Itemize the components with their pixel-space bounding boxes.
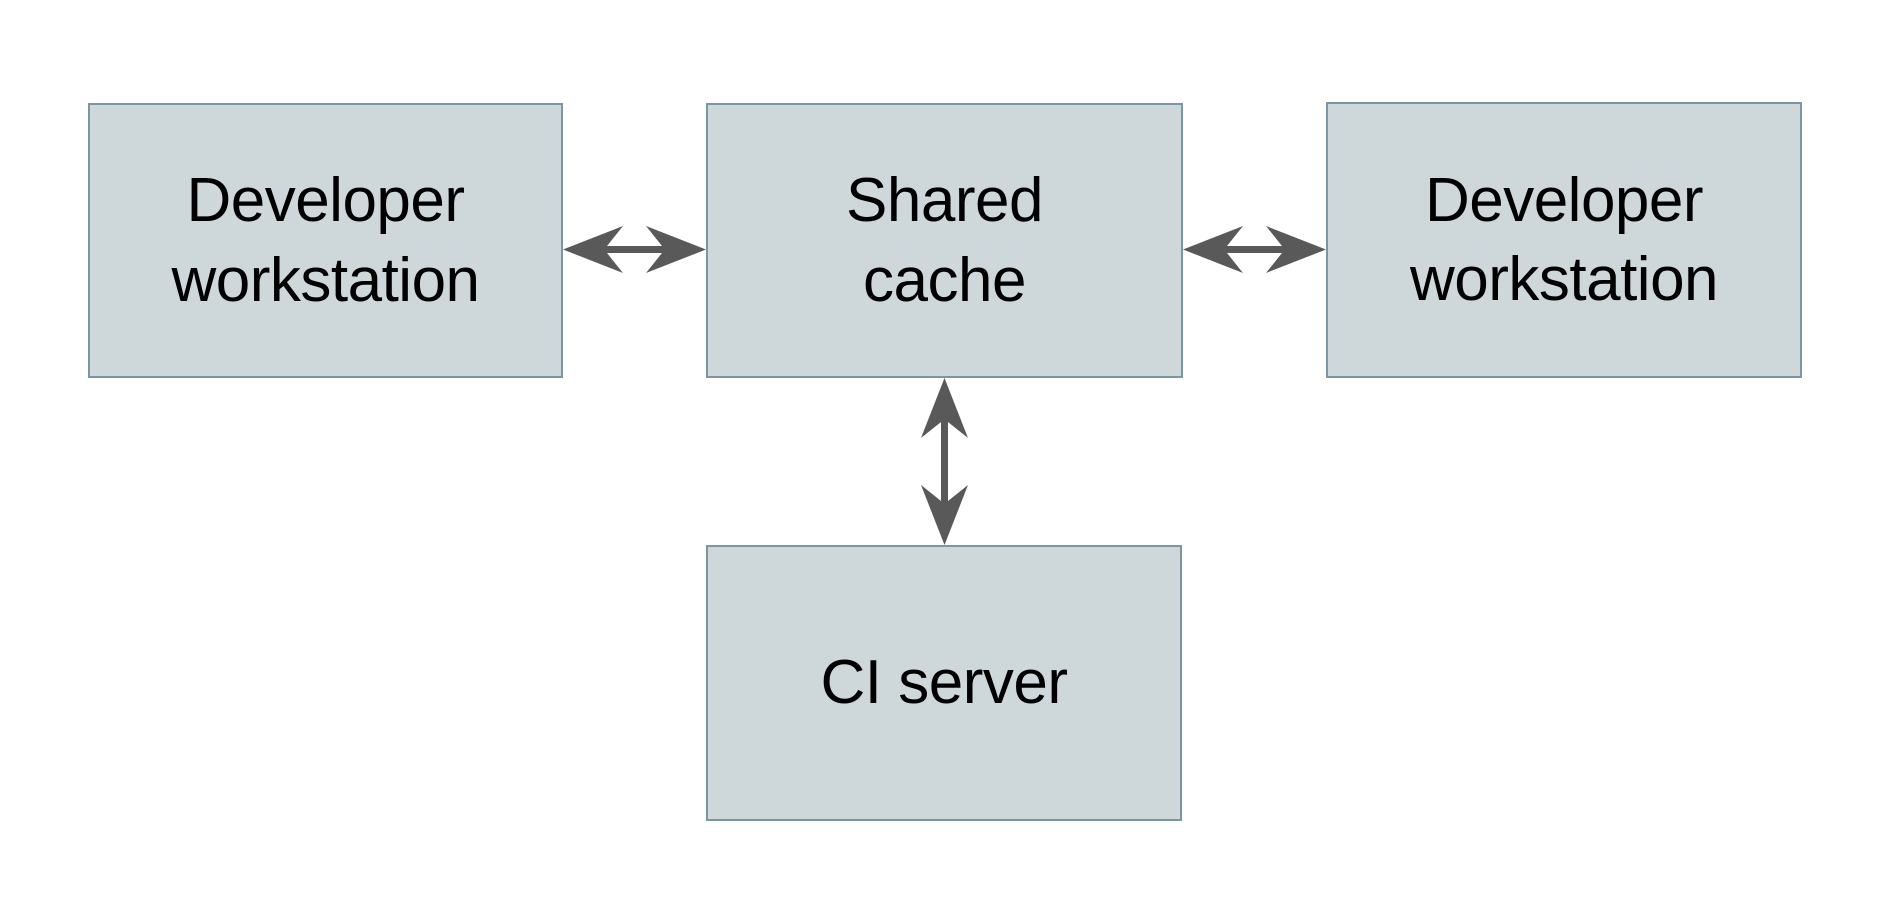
connector-shared-cache-to-dev-right[interactable]	[1183, 226, 1326, 273]
node-ci-server[interactable]: CI server	[706, 545, 1182, 821]
arrowhead-right-icon	[646, 226, 706, 273]
connector-shaft	[590, 246, 682, 253]
connector-shaft	[1210, 246, 1299, 253]
node-label: CI server	[820, 648, 1068, 718]
connector-shaft	[941, 405, 948, 517]
arrowhead-left-icon	[563, 226, 623, 273]
connector-dev-left-to-shared-cache[interactable]	[563, 226, 706, 273]
node-label: Shared cache	[846, 166, 1043, 315]
arrowhead-down-icon	[921, 485, 968, 545]
arrowhead-up-icon	[921, 378, 968, 438]
node-label: Developer workstation	[171, 166, 480, 315]
connector-shared-cache-to-ci-server[interactable]	[921, 378, 968, 545]
arrowhead-left-icon	[1183, 226, 1243, 273]
arrowhead-right-icon	[1266, 226, 1326, 273]
node-developer-workstation-right[interactable]: Developer workstation	[1326, 102, 1802, 378]
node-shared-cache[interactable]: Shared cache	[706, 103, 1183, 378]
node-developer-workstation-left[interactable]: Developer workstation	[88, 103, 563, 378]
node-label: Developer workstation	[1409, 165, 1719, 314]
